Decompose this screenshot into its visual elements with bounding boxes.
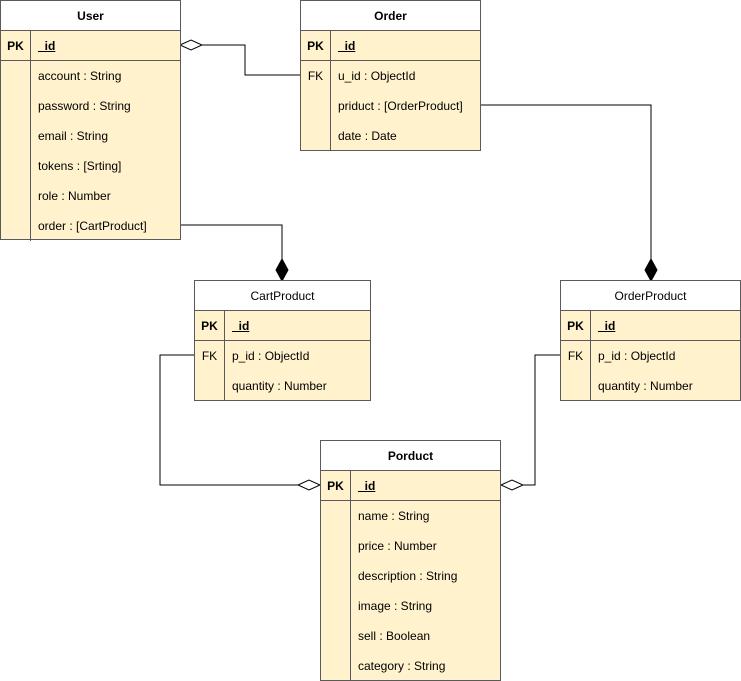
entity-cartproduct[interactable]: CartProduct PK _id FK p_id : ObjectId qu… [194, 280, 371, 401]
key-label [321, 651, 351, 681]
key-label [195, 371, 225, 401]
entity-orderproduct[interactable]: OrderProduct PK _id FK p_id : ObjectId q… [560, 280, 741, 401]
connector-order-orderproduct [480, 104, 652, 259]
field-name: _id [598, 319, 616, 333]
field-name: _id [38, 39, 56, 53]
field-name: p_id : ObjectId [232, 349, 310, 363]
key-label [301, 91, 331, 121]
foreign-key-row: FK u_id : ObjectId [301, 61, 480, 91]
field-name: password : String [38, 99, 131, 113]
field-name: p_id : ObjectId [598, 349, 676, 363]
key-label [561, 371, 591, 401]
connector-user-order [202, 44, 300, 76]
key-label: PK [1, 31, 31, 60]
key-label [321, 531, 351, 561]
key-label [1, 211, 31, 241]
entity-title: Porduct [321, 441, 500, 471]
attribute-row: order : [CartProduct] [1, 211, 180, 241]
key-label: PK [195, 311, 225, 340]
primary-key-row: PK _id [321, 471, 500, 501]
foreign-key-row: FK p_id : ObjectId [561, 341, 740, 371]
field-name: image : String [358, 599, 433, 613]
composition-diamond-icon [644, 257, 658, 283]
primary-key-row: PK _id [195, 311, 370, 341]
key-label [321, 561, 351, 591]
field-name: description : String [358, 569, 458, 583]
field-name: _id [338, 39, 356, 53]
attribute-row: role : Number [1, 181, 180, 211]
key-label [321, 621, 351, 651]
aggregation-diamond-icon [499, 479, 525, 491]
field-name: priduct : [OrderProduct] [338, 99, 463, 113]
key-label [1, 61, 31, 91]
attribute-row: tokens : [Srting] [1, 151, 180, 181]
key-label [321, 591, 351, 621]
connector-orderproduct-porduct [523, 354, 560, 486]
field-name: date : Date [338, 129, 397, 143]
field-name: order : [CartProduct] [38, 219, 147, 233]
key-label [301, 121, 331, 151]
key-label [1, 151, 31, 181]
key-label: PK [561, 311, 591, 340]
foreign-key-row: FK p_id : ObjectId [195, 341, 370, 371]
entity-porduct[interactable]: Porduct PK _id name : String price : Num… [320, 440, 501, 681]
key-label: PK [301, 31, 331, 60]
field-name: category : String [358, 659, 446, 673]
connector-user-cartproduct [180, 224, 283, 259]
attribute-row: quantity : Number [195, 371, 370, 401]
attribute-row: priduct : [OrderProduct] [301, 91, 480, 121]
field-name: quantity : Number [232, 379, 327, 393]
key-label: FK [195, 341, 225, 371]
field-name: role : Number [38, 189, 111, 203]
key-label: FK [561, 341, 591, 371]
attribute-row: sell : Boolean [321, 621, 500, 651]
field-name: _id [232, 319, 250, 333]
field-name: quantity : Number [598, 379, 693, 393]
entity-title: User [1, 1, 180, 31]
field-name: sell : Boolean [358, 629, 431, 643]
field-name: email : String [38, 129, 109, 143]
attribute-row: date : Date [301, 121, 480, 151]
field-name: name : String [358, 509, 430, 523]
entity-title: Order [301, 1, 480, 31]
attribute-row: email : String [1, 121, 180, 151]
attribute-row: quantity : Number [561, 371, 740, 401]
primary-key-row: PK _id [301, 31, 480, 61]
entity-user[interactable]: User PK _id account : String password : … [0, 0, 181, 241]
composition-diamond-icon [275, 257, 289, 283]
attribute-row: account : String [1, 61, 180, 91]
entity-order[interactable]: Order PK _id FK u_id : ObjectId priduct … [300, 0, 481, 151]
attribute-row: category : String [321, 651, 500, 681]
attribute-row: password : String [1, 91, 180, 121]
attribute-row: image : String [321, 591, 500, 621]
entity-title: CartProduct [195, 281, 370, 311]
field-name: price : Number [358, 539, 437, 553]
key-label: FK [301, 61, 331, 91]
key-label [1, 181, 31, 211]
field-name: _id [358, 479, 376, 493]
entity-title: OrderProduct [561, 281, 740, 311]
key-label [321, 501, 351, 531]
aggregation-diamond-icon [178, 39, 204, 51]
field-name: tokens : [Srting] [38, 159, 122, 173]
attribute-row: name : String [321, 501, 500, 531]
field-name: account : String [38, 69, 122, 83]
attribute-row: price : Number [321, 531, 500, 561]
key-label [1, 121, 31, 151]
primary-key-row: PK _id [1, 31, 180, 61]
key-label: PK [321, 471, 351, 500]
primary-key-row: PK _id [561, 311, 740, 341]
field-name: u_id : ObjectId [338, 69, 416, 83]
attribute-row: description : String [321, 561, 500, 591]
key-label [1, 91, 31, 121]
aggregation-diamond-icon [296, 479, 322, 491]
